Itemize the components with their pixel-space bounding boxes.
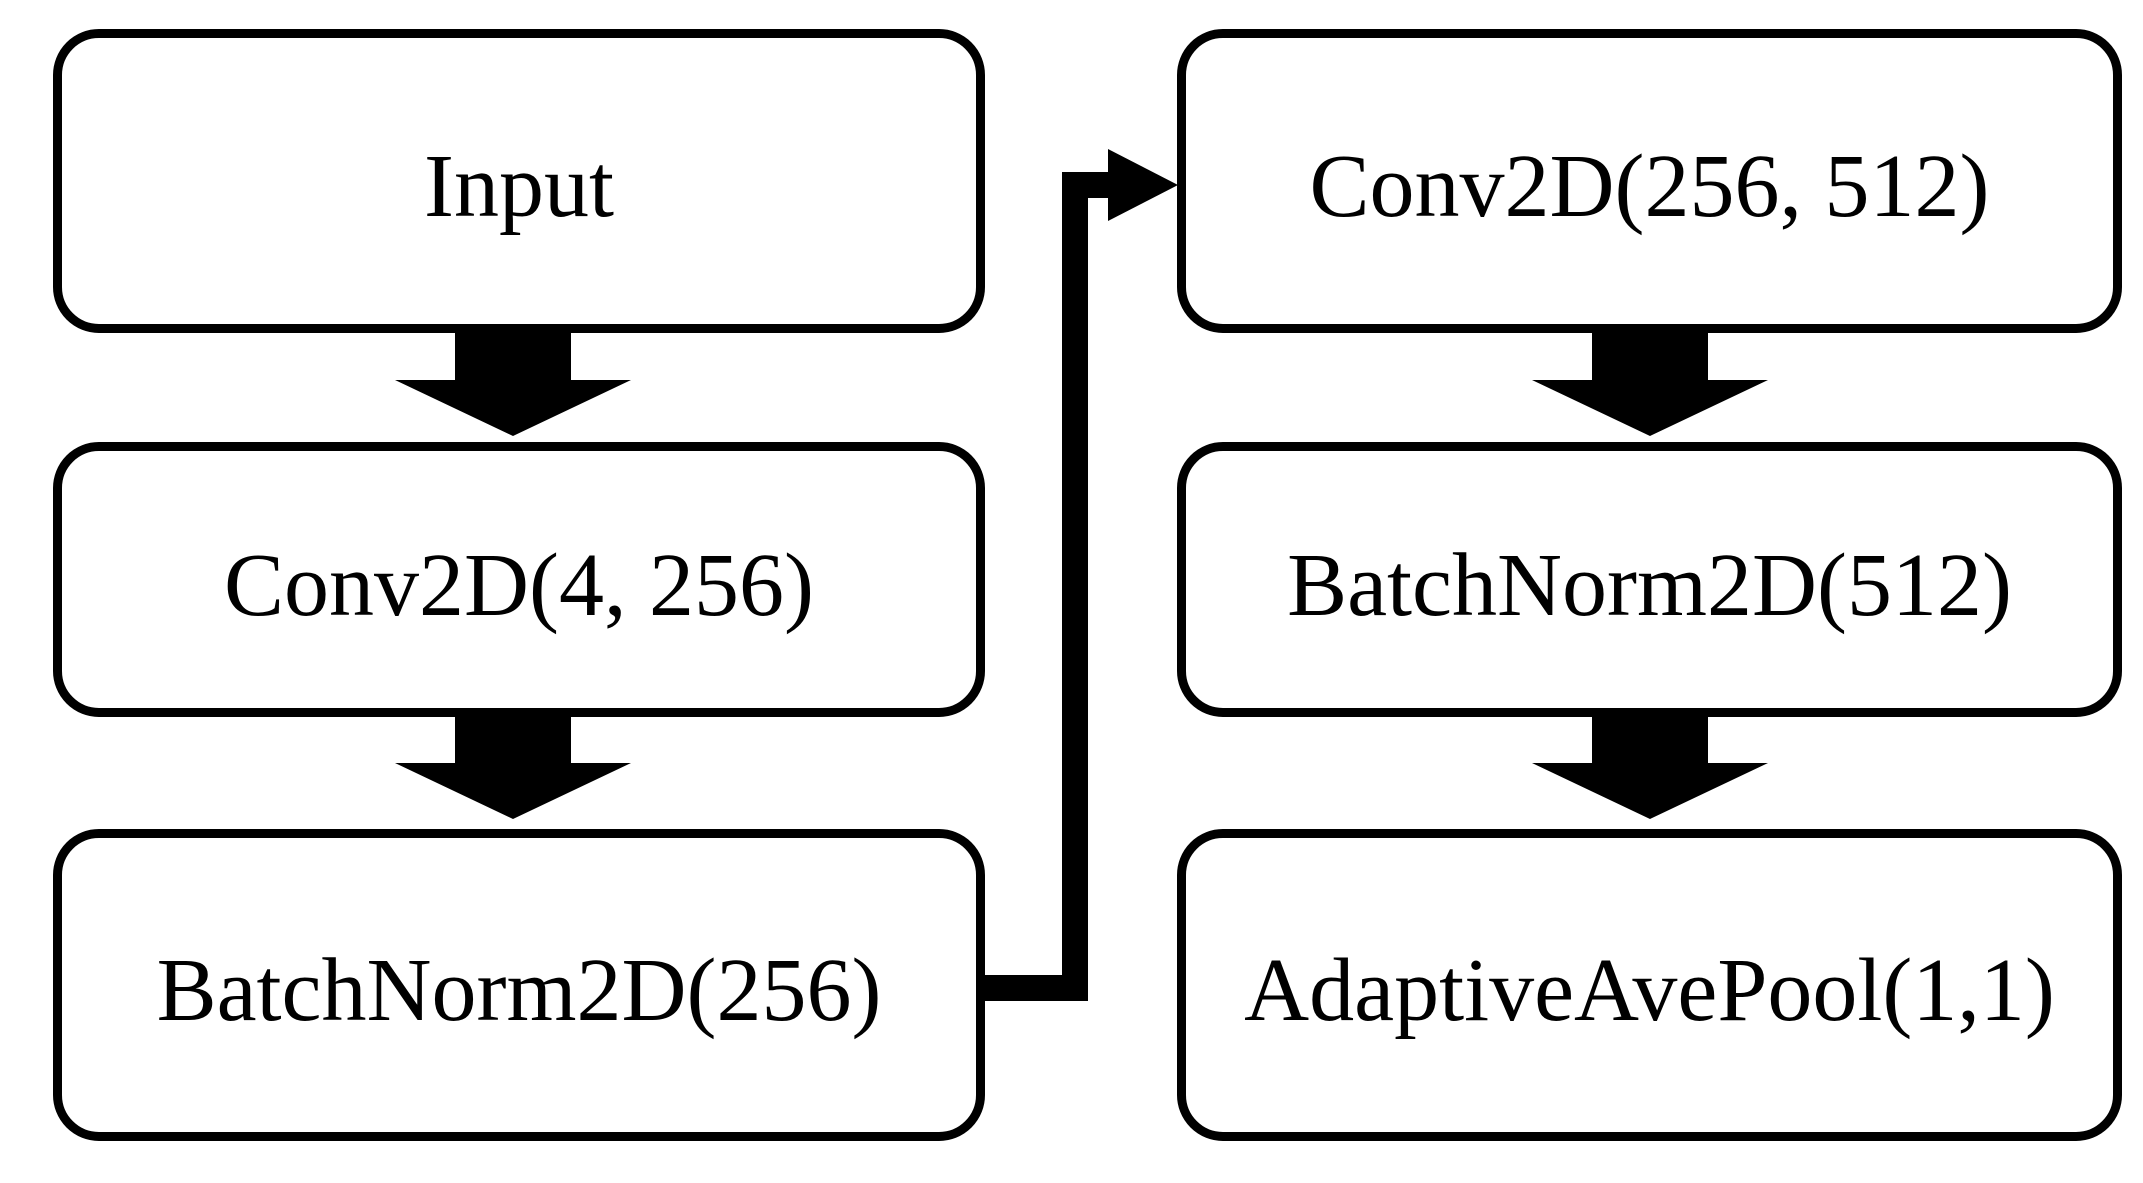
node-input-label: Input [424,137,614,236]
elbow-connector-arrowhead-icon [1108,149,1178,221]
node-conv2d-4-256-label: Conv2D(4, 256) [224,535,814,635]
node-conv2d-256-512-label: Conv2D(256, 512) [1309,137,1990,236]
block-arrow-down-icon [395,331,631,436]
node-adaptiveavepool-1-1: AdaptiveAvePool(1,1) [1177,829,2122,1141]
node-batchnorm2d-512-label: BatchNorm2D(512) [1287,535,2012,635]
node-input: Input [53,29,985,333]
node-batchnorm2d-512: BatchNorm2D(512) [1177,442,2122,717]
node-batchnorm2d-256: BatchNorm2D(256) [53,829,985,1141]
block-arrow-down-icon [1532,714,1768,819]
elbow-connector-line [983,172,1110,1001]
block-arrow-down-icon [395,714,631,819]
node-batchnorm2d-256-label: BatchNorm2D(256) [156,941,882,1040]
node-adaptiveavepool-1-1-label: AdaptiveAvePool(1,1) [1244,941,2055,1040]
block-arrow-down-icon [1532,331,1768,436]
node-conv2d-4-256: Conv2D(4, 256) [53,442,985,717]
node-conv2d-256-512: Conv2D(256, 512) [1177,29,2122,333]
